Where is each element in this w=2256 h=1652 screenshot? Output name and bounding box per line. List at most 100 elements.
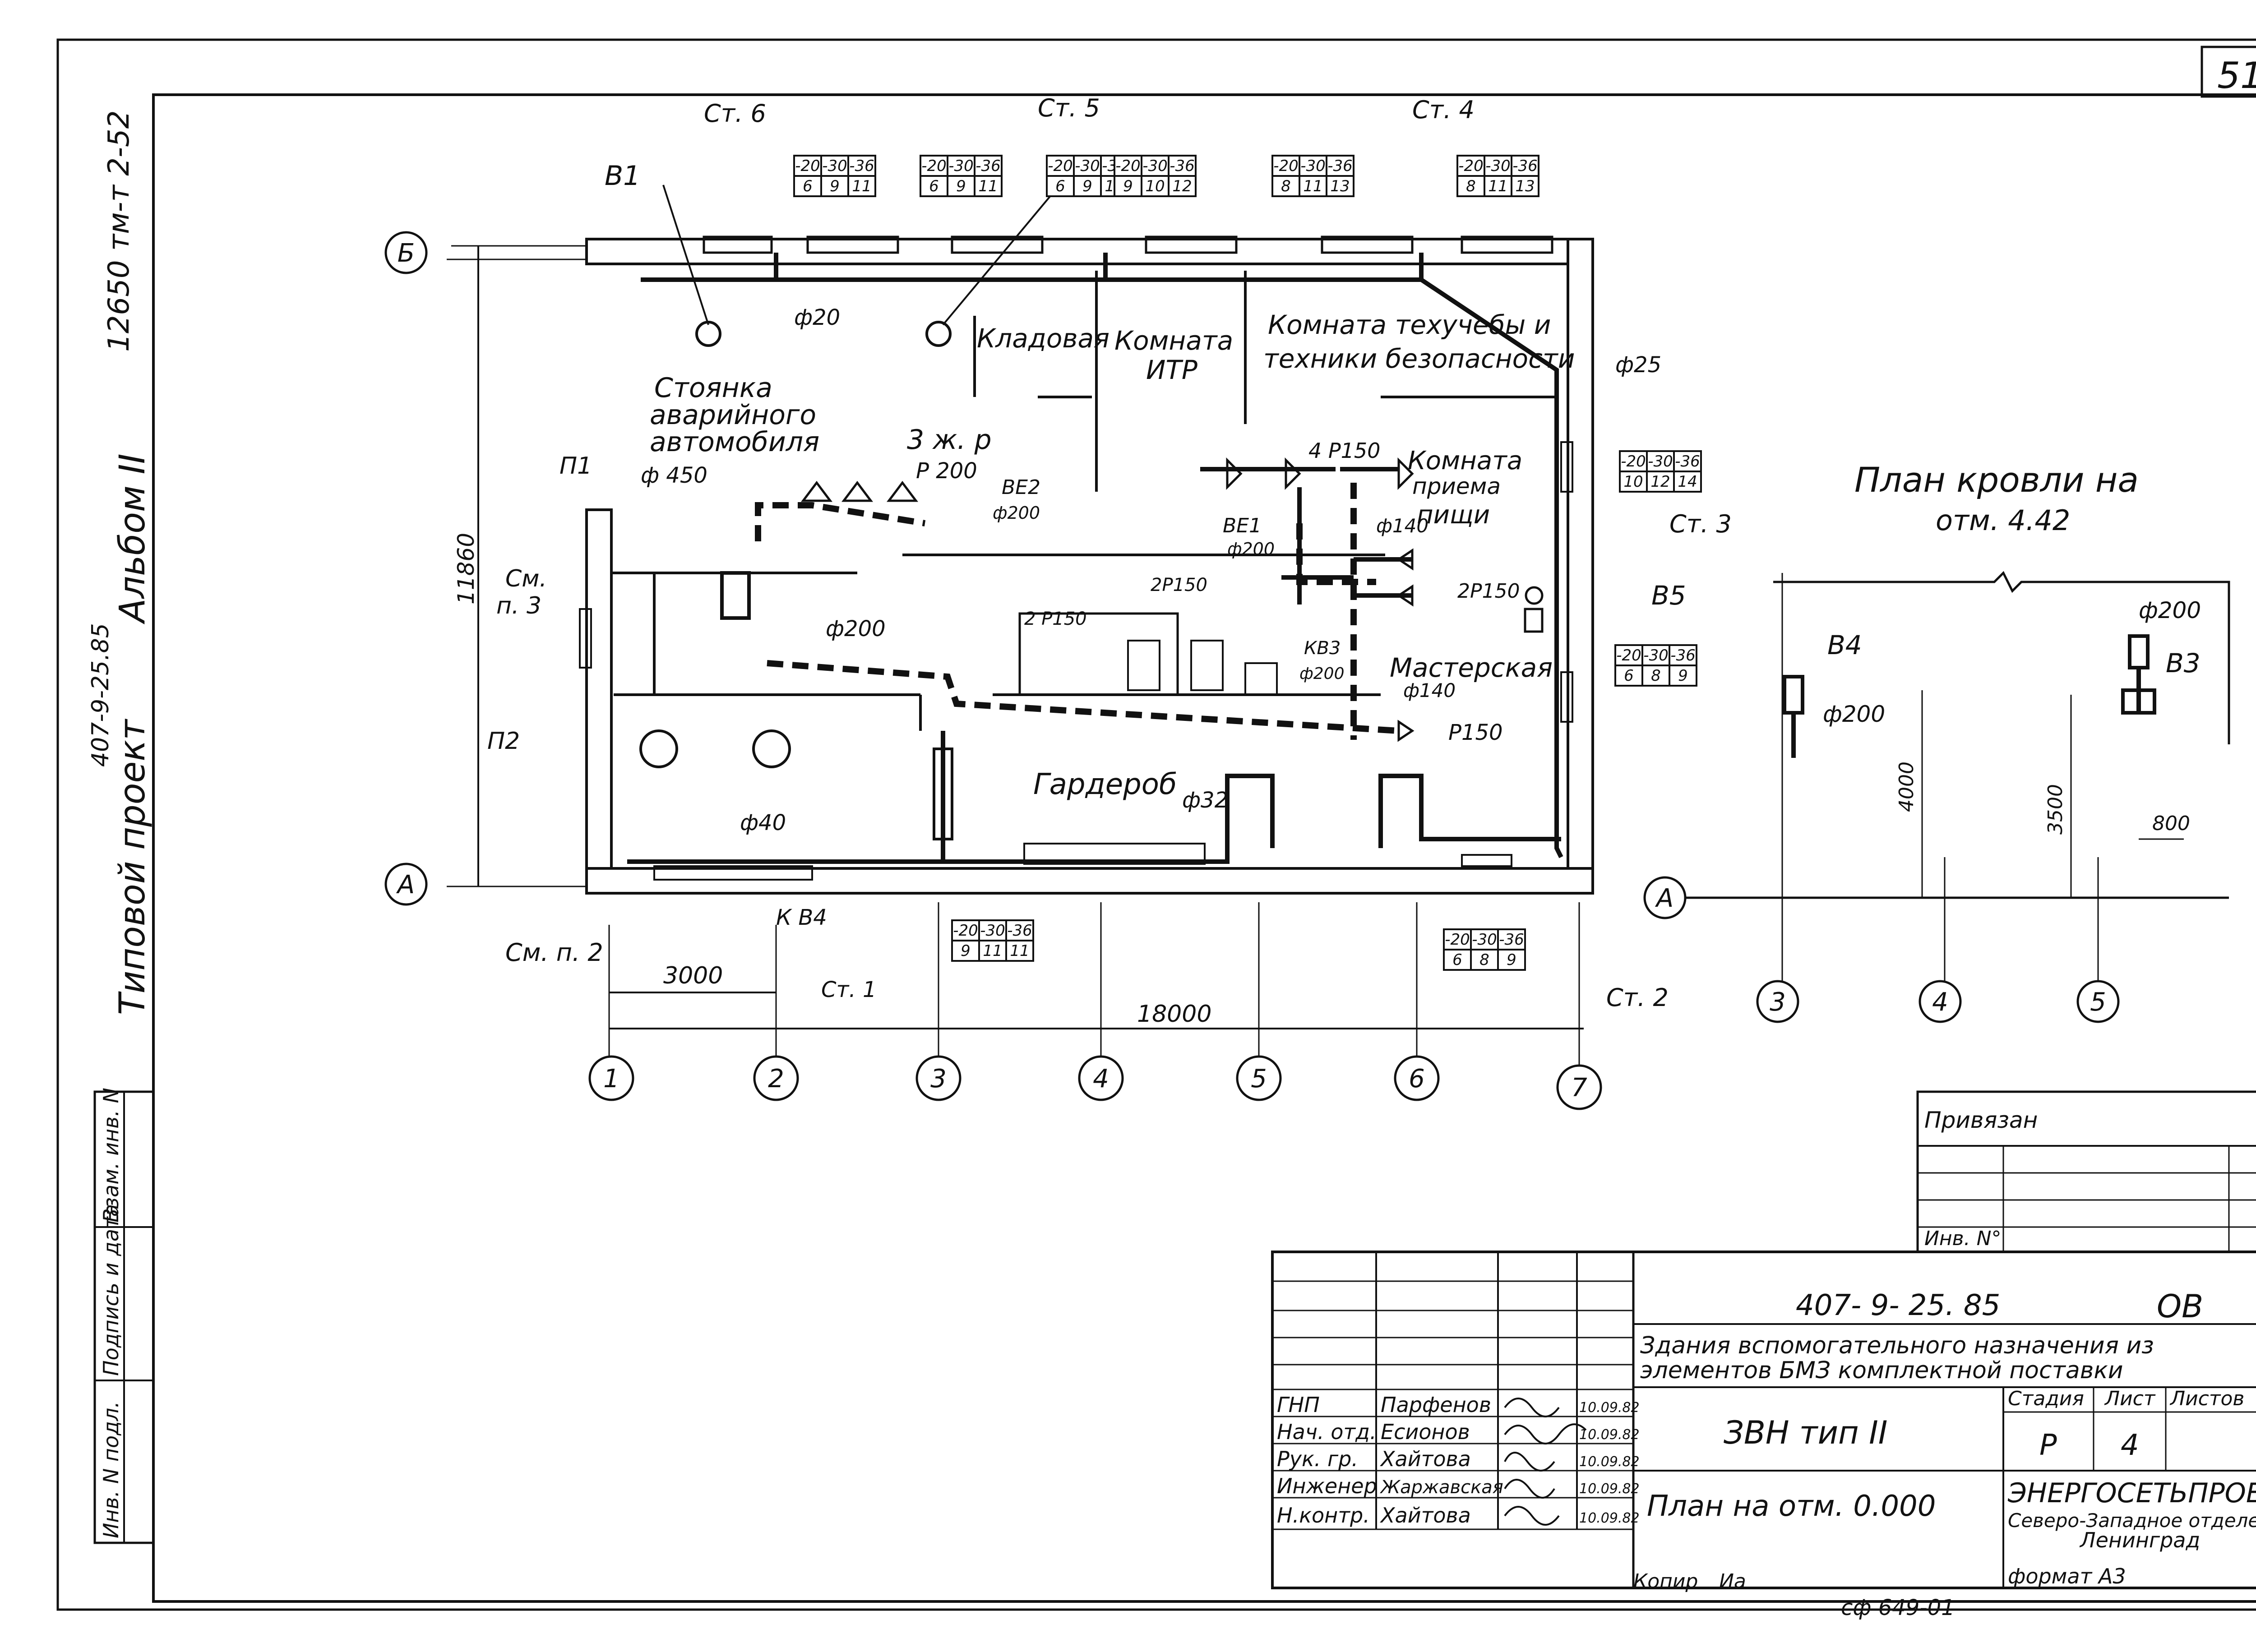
- format-label: формат А3: [2008, 1564, 2126, 1588]
- temp-table-cell: [1497, 928, 1526, 951]
- copy-label: Копир: [1633, 1570, 1698, 1593]
- temp-table-cell: [820, 155, 849, 177]
- dim-3000: 3000: [663, 962, 723, 989]
- sheets-header: Листов: [2169, 1387, 2244, 1410]
- label-d40: ф40: [740, 810, 786, 835]
- room-itr-2: ИТР: [1146, 355, 1197, 385]
- temp-table-value: 11: [1010, 942, 1029, 960]
- temp-table-header: -30: [1648, 452, 1673, 471]
- room-parking-2: аварийного: [650, 399, 816, 431]
- temp-table-value: 9: [1082, 177, 1092, 195]
- desc-line-1: Здания вспомогательного назначения из: [1640, 1332, 2154, 1359]
- temp-table-cell: [1168, 155, 1197, 177]
- riser-4: Ст. 4: [1412, 96, 1475, 124]
- label-d20: ф20: [794, 305, 840, 330]
- temp-table-header: -36: [1499, 931, 1524, 949]
- roof-b3: В3: [2166, 648, 2201, 678]
- temp-table-cell: [1619, 471, 1648, 493]
- staff-date: 10.09.82: [1579, 1454, 1640, 1470]
- temp-table-header: -36: [975, 157, 1001, 175]
- temp-table-cell: [1511, 175, 1539, 197]
- temp-table-header: -20: [1048, 157, 1073, 175]
- sheet-number: 4: [2121, 1429, 2139, 1462]
- temp-table-value: 9: [1123, 177, 1133, 195]
- temp-table-cell: [1299, 175, 1327, 197]
- grid-letter-b: Б: [398, 239, 415, 268]
- label-kv3: КВ3: [1304, 638, 1341, 659]
- side-panel-label-inv: Инв. N подл.: [99, 1401, 123, 1538]
- temp-table-header: -36: [1170, 157, 1195, 175]
- temp-table-value: 6: [1624, 667, 1634, 685]
- roof-h3500: 3500: [2044, 784, 2067, 835]
- temp-table-value: 13: [1515, 177, 1535, 195]
- temp-table-value: 9: [1678, 667, 1688, 685]
- temp-table-value: 10: [1623, 473, 1643, 491]
- roof-title-1: План кровли на: [1854, 460, 2139, 500]
- label-d450: ф 450: [641, 463, 707, 488]
- doc-code: 407- 9- 25. 85: [1796, 1289, 2000, 1322]
- staff-name: Есионов: [1381, 1420, 1470, 1444]
- temp-table-value: 11: [852, 177, 871, 195]
- riser-5: Ст. 5: [1038, 94, 1100, 122]
- room-storeroom: Кладовая: [977, 323, 1110, 354]
- temp-table-value: 6: [929, 177, 939, 195]
- side-stamp: 12650 тм-т 2-52: [102, 111, 136, 352]
- temp-table-value: 9: [830, 177, 840, 195]
- temp-table-header: -30: [1485, 157, 1511, 175]
- pipework: [627, 253, 1563, 864]
- roof-h4000: 4000: [1895, 761, 1918, 812]
- temp-table-header: -30: [1075, 157, 1100, 175]
- label-p2: П2: [487, 728, 520, 755]
- label-4p150: 4 Р150: [1308, 438, 1380, 463]
- doc-mark: ОВ: [2157, 1288, 2203, 1325]
- label-be2-d: ф200: [993, 503, 1040, 523]
- grid-number-1: 1: [603, 1064, 619, 1094]
- temp-table-cell: [1511, 155, 1539, 177]
- stage-value: Р: [2039, 1429, 2057, 1462]
- temp-table-cell: [1669, 664, 1697, 687]
- staff-role: Рук. гр.: [1277, 1447, 1358, 1471]
- dim-11860: 11860: [453, 533, 479, 605]
- temp-table-header: -36: [1512, 157, 1538, 175]
- copy-sign: Иа: [1719, 1570, 1746, 1593]
- temp-table-value: 8: [1466, 177, 1476, 195]
- temp-table-value: 14: [1678, 473, 1697, 491]
- temp-table-cell: [1005, 940, 1034, 962]
- temp-table-value: 8: [1281, 177, 1291, 195]
- temp-table-value: 6: [803, 177, 813, 195]
- label-2p150a: 2 Р150: [1024, 609, 1087, 629]
- temp-table-cell: [1046, 175, 1075, 197]
- temp-table-header: -20: [1616, 646, 1641, 664]
- temp-table-value: 8: [1651, 667, 1661, 685]
- side-panel: [93, 1090, 155, 1544]
- roof-axis-3: 3: [1770, 988, 1786, 1017]
- footer-code: сф 649-01: [1841, 1595, 1955, 1620]
- roof-w800: 800: [2152, 812, 2190, 835]
- staff-role: ГНП: [1277, 1393, 1320, 1417]
- dimensions: [447, 245, 1584, 1074]
- temp-table-cell: [1046, 155, 1075, 177]
- staff-role: Н.контр.: [1277, 1503, 1370, 1527]
- temp-table-header: -30: [1300, 157, 1326, 175]
- temp-table-value: 11: [983, 942, 1002, 960]
- grid-numbers: [588, 1055, 1602, 1110]
- roof-b4: В4: [1827, 630, 1862, 660]
- temp-table-cell: [947, 155, 975, 177]
- side-panel-label-replace: Взам. инв. N: [99, 1088, 123, 1223]
- temp-table-cell: [1326, 175, 1355, 197]
- grid-number-7: 7: [1571, 1073, 1587, 1103]
- label-zhr: 3 ж. р: [907, 424, 992, 456]
- temp-table-header: -20: [1621, 452, 1646, 471]
- grid-number-4: 4: [1093, 1064, 1109, 1094]
- roof-plan: [1683, 571, 2230, 992]
- room-food-1: Комната: [1408, 446, 1522, 475]
- temp-table-value: 8: [1479, 951, 1489, 969]
- temp-table-value: 12: [1172, 177, 1192, 195]
- temp-table-value: 9: [956, 177, 966, 195]
- temp-table-header: -30: [1643, 646, 1669, 664]
- label-kv4: К В4: [776, 905, 827, 930]
